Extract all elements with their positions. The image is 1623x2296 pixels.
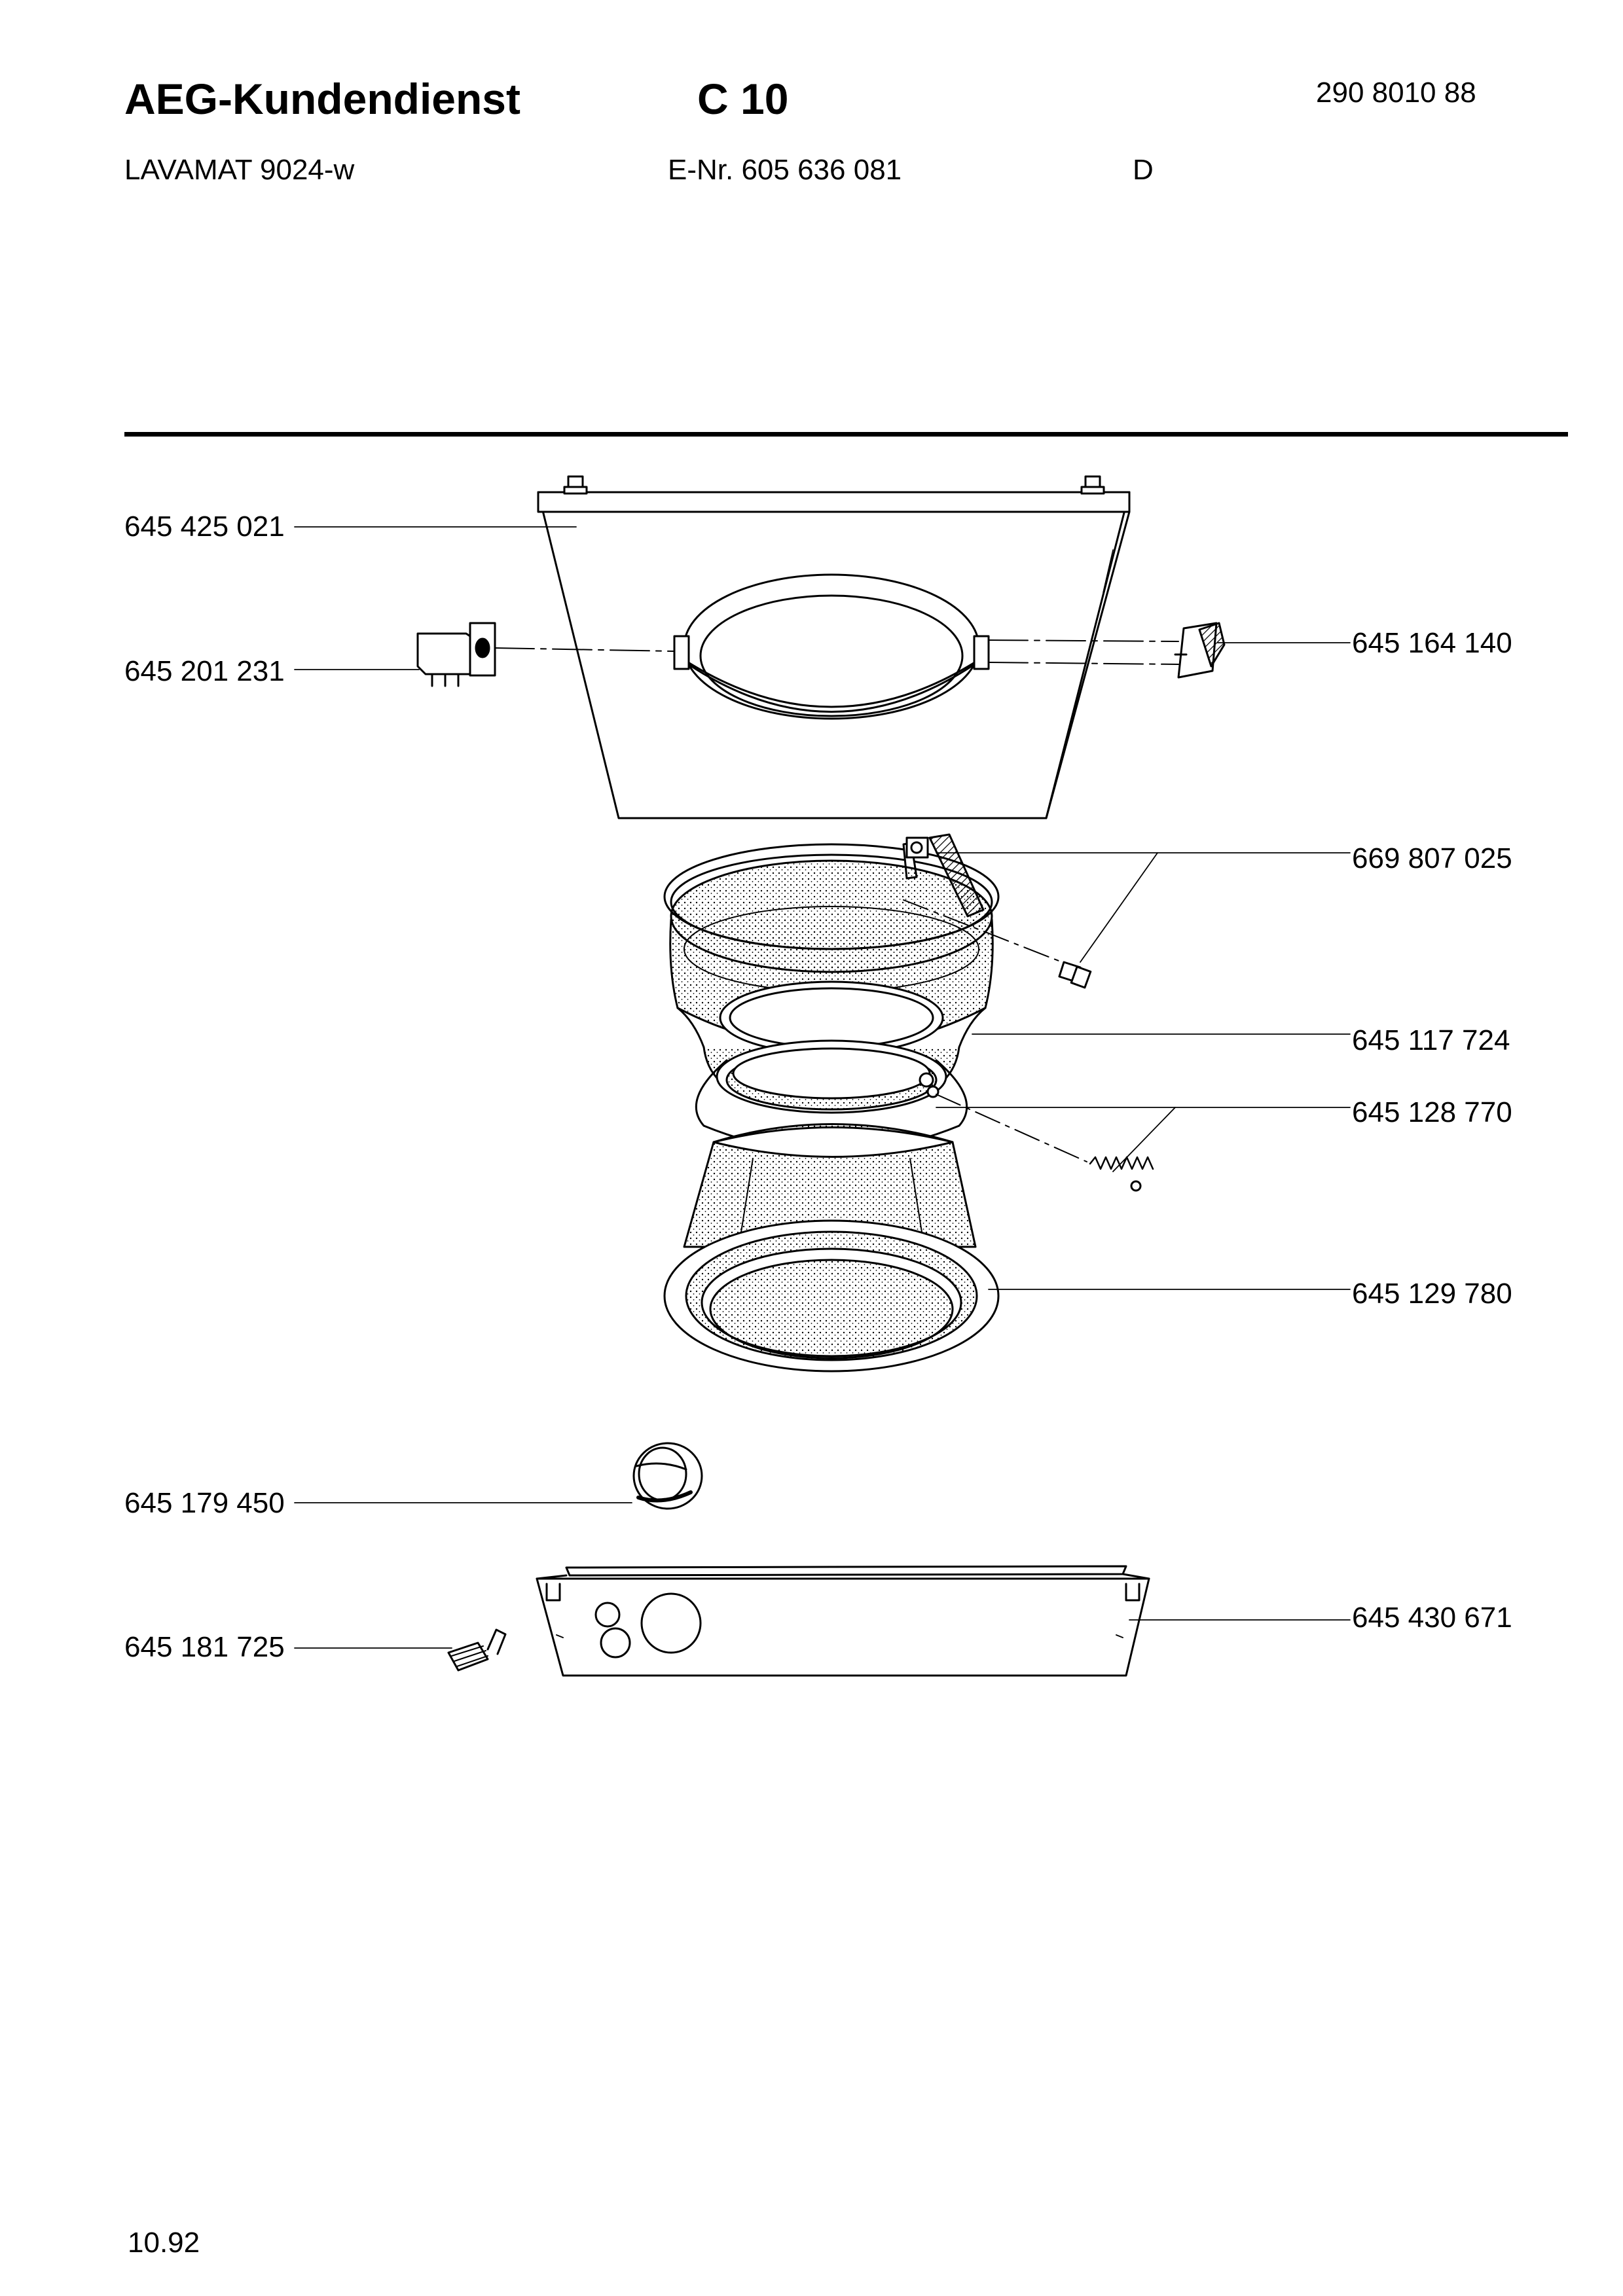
hose bbox=[632, 1442, 703, 1510]
door-hinge bbox=[1174, 622, 1226, 679]
lock-centerline bbox=[494, 647, 675, 652]
door-lock bbox=[416, 622, 496, 687]
part-label-door-hinge: 645 164 140 bbox=[1352, 627, 1512, 659]
hinge-centerline-bottom bbox=[988, 662, 1179, 665]
part-label-drum-front: 645 129 780 bbox=[1352, 1278, 1512, 1310]
part-label-hose: 645 179 450 bbox=[124, 1487, 285, 1519]
front-panel bbox=[537, 475, 1131, 819]
part-label-clamp-ring: 669 807 025 bbox=[1352, 842, 1512, 874]
revision-date: 10.92 bbox=[128, 2227, 200, 2259]
part-label-foot: 645 181 725 bbox=[124, 1631, 285, 1663]
header-divider bbox=[124, 432, 1568, 437]
drum-front bbox=[663, 1123, 1000, 1372]
clamp-screw bbox=[1058, 961, 1092, 989]
e-number: E-Nr. 605 636 081 bbox=[668, 154, 902, 186]
part-label-front-panel: 645 425 021 bbox=[124, 511, 285, 543]
part-label-spring: 645 128 770 bbox=[1352, 1096, 1512, 1128]
leader-lines bbox=[294, 526, 1351, 1649]
hinge-centerline-top bbox=[988, 639, 1179, 642]
spring-centerline bbox=[936, 1094, 1087, 1162]
part-label-door-seal: 645 117 724 bbox=[1352, 1024, 1510, 1056]
door-seal bbox=[669, 859, 994, 1114]
leader-clamp-screw bbox=[1080, 852, 1158, 963]
spring bbox=[1089, 1156, 1154, 1192]
language-code: D bbox=[1133, 154, 1154, 186]
model-name: LAVAMAT 9024-w bbox=[124, 154, 355, 186]
section-code: C 10 bbox=[697, 75, 789, 123]
foot bbox=[447, 1628, 507, 1672]
part-label-door-lock: 645 201 231 bbox=[124, 655, 285, 687]
document-number: 290 8010 88 bbox=[1316, 77, 1476, 109]
page-title: AEG-Kundendienst bbox=[124, 75, 520, 123]
plinth bbox=[536, 1565, 1150, 1677]
leader-spring-coil bbox=[1112, 1107, 1176, 1172]
part-label-plinth: 645 430 671 bbox=[1352, 1602, 1512, 1634]
